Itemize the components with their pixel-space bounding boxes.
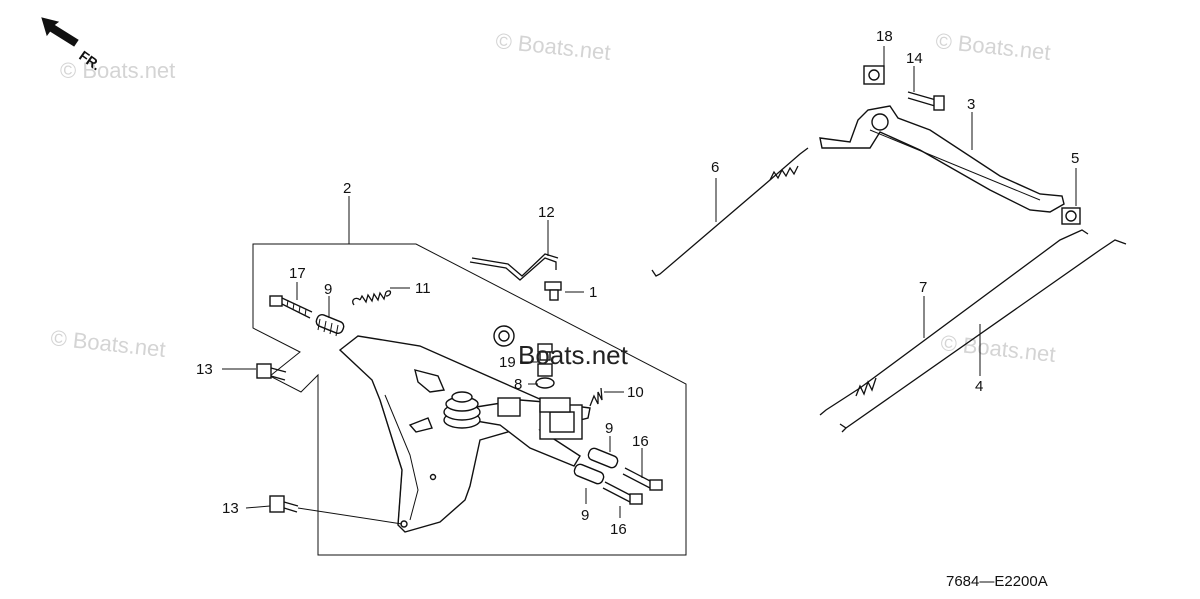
part-12-bracket [469,257,557,281]
watermark: © Boats.net [939,330,1056,367]
part-18-nut [863,65,885,85]
part-8-washer [535,363,555,389]
part-19-clip [537,343,553,361]
center-watermark: Boats.net [518,340,629,370]
watermark: © Boats.net [49,325,166,362]
part-3-control-arm [819,105,1065,213]
part-11-spring [352,290,392,306]
watermark: © Boats.net [60,58,175,83]
watermark: © Boats.net [494,28,611,65]
callout-10: 10 [627,384,644,401]
callout-5: 5 [1071,150,1079,167]
callout-12: 12 [538,204,555,221]
callout-1: 1 [589,284,597,301]
part-9-spring-mid [587,447,619,469]
part-16-bolt-lower [602,481,643,505]
callout-6: 6 [711,159,719,176]
callout-3: 3 [967,96,975,113]
callout-16-upper: 16 [632,433,649,450]
part-9-spring [315,314,345,337]
part-17-bolt [269,295,313,319]
front-direction-arrow-icon [41,17,79,47]
part-14-bolt [907,91,945,111]
callout-17: 17 [289,265,306,282]
callout-19: 19 [499,354,516,371]
part-7-rod [819,229,1089,416]
diagram-code: 7684—E2200A [946,573,1048,590]
governor-coil [443,391,481,429]
part-5-nut [1061,207,1081,225]
callout-18: 18 [876,28,893,45]
callout-16-lower: 16 [610,521,627,538]
leader-lines [222,46,1077,525]
watermark: © Boats.net [934,28,1051,65]
part-16-bolt-upper [622,467,663,491]
callout-7: 7 [919,279,927,296]
assembly-outline [252,243,687,556]
g-logo-icon [493,325,515,347]
part-13-bolt-upper [256,363,287,381]
callout-9-low: 9 [581,507,589,524]
callout-14: 14 [906,50,923,67]
part-1-clip [544,281,562,301]
callout-4: 4 [975,378,983,395]
callout-9-mid: 9 [605,420,613,437]
part-9-spring-low [573,463,605,485]
callout-13-upper: 13 [196,361,213,378]
callout-11: 11 [415,280,431,297]
part-4-rod [839,239,1127,433]
callout-8: 8 [514,376,522,393]
callout-2: 2 [343,180,351,197]
part-13-bolt-lower [269,495,299,513]
part-6-rod [651,147,809,277]
part-10-spring [589,387,603,407]
callout-13-lower: 13 [222,500,239,517]
callout-9-top: 9 [324,281,332,298]
